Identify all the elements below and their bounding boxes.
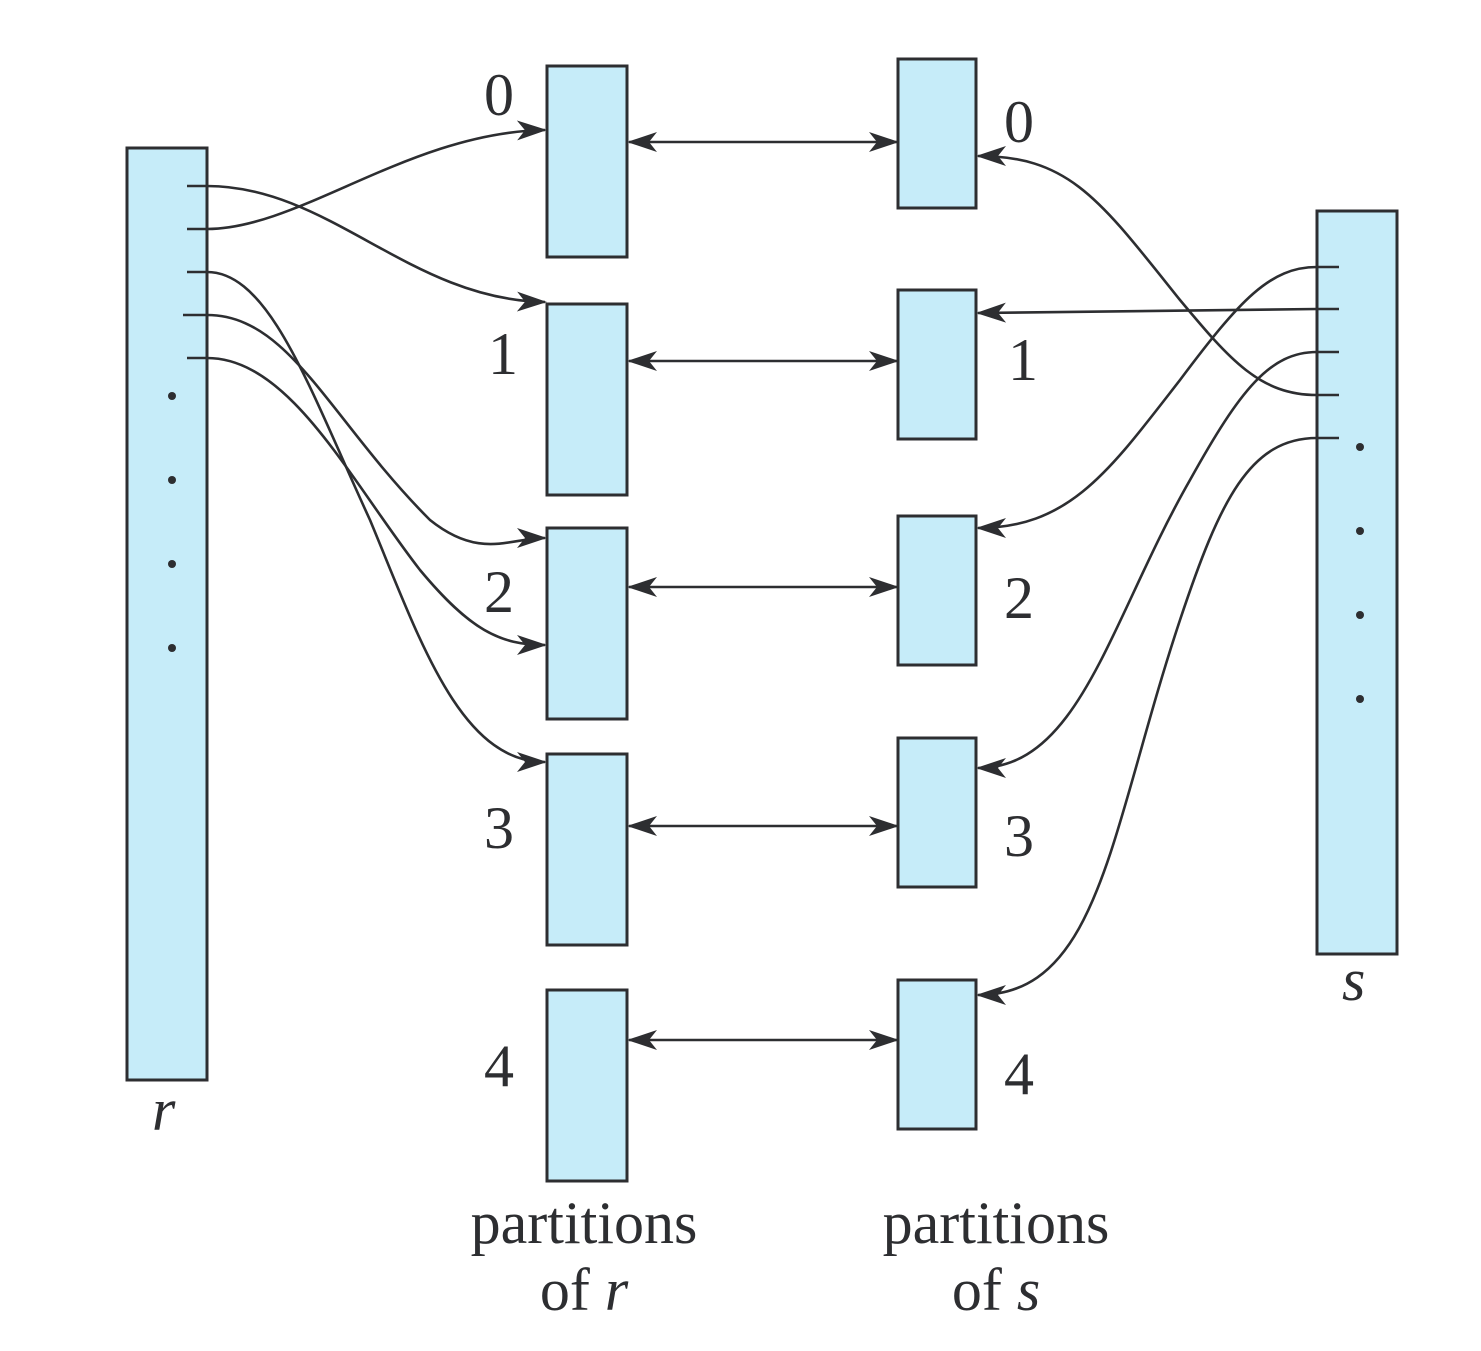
partitions-of-r [545, 64, 629, 1183]
r-tuple-3-to-partition-3 [206, 270, 547, 772]
r-tuple-4-to-partition-2 [206, 313, 547, 549]
relation-s-ellipsis [1356, 443, 1364, 703]
partitions-s-caption-line2: of s [952, 1257, 1040, 1323]
s-partition-1 [896, 288, 978, 441]
partitions-r-caption-var: r [605, 1257, 629, 1323]
partitions-r-caption-line1: partitions [471, 1190, 698, 1256]
s-partition-4 [896, 978, 978, 1131]
s-partition-label-0: 0 [1004, 89, 1034, 155]
s-tuple-2-to-partition-1 [976, 302, 1318, 323]
s-partition-2 [896, 514, 978, 667]
r-tuple-1-to-partition-1 [206, 184, 547, 312]
s-partition-label-3: 3 [1004, 803, 1034, 869]
s-tuple-3-to-partition-3 [976, 350, 1318, 778]
r-partition-label-3: 3 [484, 795, 514, 861]
relation-s-bar [1315, 209, 1399, 956]
partition-pair-links [627, 132, 899, 1050]
r-partition-label-4: 4 [484, 1033, 514, 1099]
r-tuple-5-to-partition-2 [206, 356, 547, 655]
s-partition-3 [896, 736, 978, 889]
partitions-s-caption-prefix: of [952, 1257, 1017, 1323]
relation-r-ticks [183, 184, 207, 360]
s-hash-arrows [976, 146, 1318, 1005]
s-partition-0 [896, 57, 978, 210]
partitions-r-caption-prefix: of [540, 1257, 605, 1323]
relation-r-ellipsis [168, 392, 176, 652]
r-partition-label-2: 2 [484, 559, 514, 625]
s-partition-label-1: 1 [1008, 327, 1038, 393]
r-partition-1 [545, 302, 629, 497]
partitions-s-caption-var: s [1017, 1257, 1040, 1323]
r-hash-arrows [206, 120, 547, 772]
r-partition-0 [545, 64, 629, 259]
partitions-r-caption-line2: of r [540, 1257, 629, 1323]
relation-r-bar [125, 146, 209, 1082]
s-partition-label-4: 4 [1004, 1041, 1034, 1107]
r-partition-2 [545, 526, 629, 721]
r-tuple-2-to-partition-0 [206, 120, 547, 231]
relation-s-ticks [1317, 265, 1339, 440]
partitions-s-caption-line1: partitions [883, 1190, 1110, 1256]
r-partition-label-0: 0 [484, 62, 514, 128]
r-partition-4 [545, 988, 629, 1183]
r-partition-3 [545, 752, 629, 947]
s-tuple-4-to-partition-0 [976, 146, 1318, 397]
s-tuple-5-to-partition-4 [976, 436, 1318, 1005]
relation-s-label: s [1342, 947, 1365, 1013]
relation-r-label: r [152, 1077, 176, 1143]
s-tuple-1-to-partition-2 [976, 265, 1318, 538]
s-partition-label-2: 2 [1004, 565, 1034, 631]
partitions-of-s [896, 57, 978, 1131]
r-partition-label-1: 1 [488, 321, 518, 387]
